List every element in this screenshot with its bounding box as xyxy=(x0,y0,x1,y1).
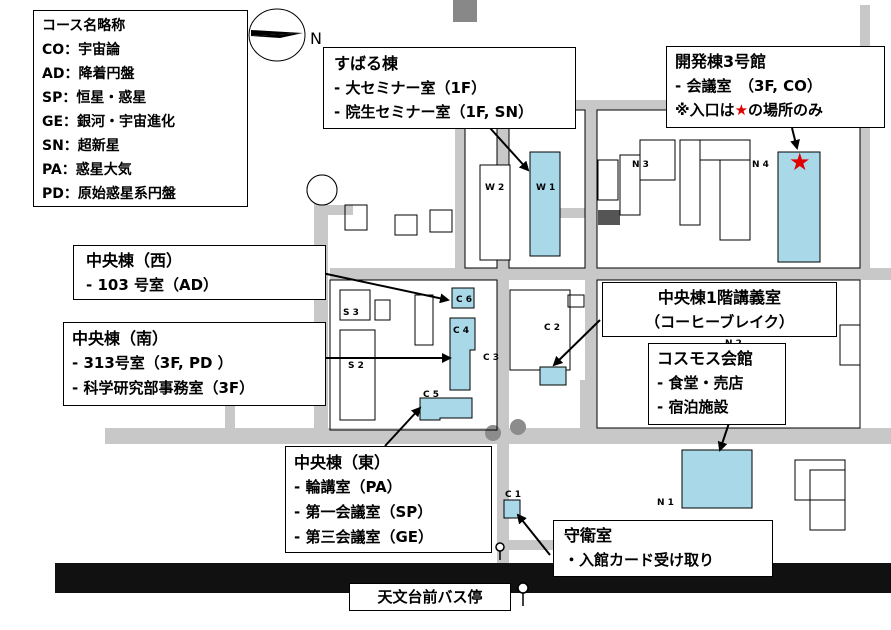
label-c6: C 6 xyxy=(456,295,472,305)
label-c2: C 2 xyxy=(544,323,560,333)
highlighted-buildings xyxy=(419,151,821,519)
label-w1: W 1 xyxy=(536,183,555,193)
arrow-kaihatsu xyxy=(790,127,800,150)
chuo-west-callout: 中央棟（西） - 103 号室（AD） xyxy=(73,245,326,300)
label-n1: N 1 xyxy=(657,498,674,508)
chuo-1f-callout: 中央棟1階講義室 （コーヒーブレイク） xyxy=(602,282,837,337)
guard-title: 守衛室 xyxy=(564,526,613,545)
legend-item-ad: AD：降着円盤 xyxy=(42,66,135,82)
building-n1 xyxy=(681,449,753,509)
cosmos-callout: コスモス会館 - 食堂・売店 - 宿泊施設 xyxy=(648,343,786,425)
guard-callout: 守衛室 ・入館カード受け取り xyxy=(553,520,773,577)
building-w1 xyxy=(529,151,561,257)
chuo-west-line-1: - 103 号室（AD） xyxy=(86,276,219,294)
label-c4: C 4 xyxy=(453,326,469,336)
kaihatsu-title: 開発棟3号館 xyxy=(675,52,767,71)
bus-stop-text: 天文台前バス停 xyxy=(377,588,483,606)
chuo-south-title: 中央棟（南） xyxy=(72,329,169,348)
subaru-line-1: - 大セミナー室（1F） xyxy=(334,79,487,97)
label-n3: N 3 xyxy=(632,160,649,170)
legend-item-co: CO：宇宙論 xyxy=(42,42,121,58)
roundabout-dot-1 xyxy=(485,425,501,441)
gate-block xyxy=(453,0,477,22)
building-n4 xyxy=(777,151,821,263)
guard-line-1: ・入館カード受け取り xyxy=(564,551,715,569)
chuo-east-callout: 中央棟（東） - 輪講室（PA） - 第一会議室（SP） - 第三会議室（GE） xyxy=(285,446,492,553)
legend-title: コース名略称 xyxy=(42,18,126,34)
label-c1: C 1 xyxy=(505,490,521,500)
arrow-cosmos xyxy=(717,419,731,452)
building-c5 xyxy=(419,397,473,421)
arrow-chuo-west xyxy=(321,272,450,304)
chuo-east-line-1: - 輪講室（PA） xyxy=(294,478,402,496)
legend-box: コース名略称 CO：宇宙論 AD：降着円盤 SP：恒星・惑星 GE：銀河・宇宙進… xyxy=(33,10,248,207)
arrow-chuo-east xyxy=(384,406,422,447)
north-compass xyxy=(248,8,306,62)
building-c4 xyxy=(449,317,476,391)
kaihatsu-callout: 開発棟3号館 - 会議室 （3F, CO） ※入口は★の場所のみ xyxy=(666,46,885,128)
chuo-1f-title: 中央棟1階講義室 xyxy=(657,288,782,307)
subaru-line-2: - 院生セミナー室（1F, SN） xyxy=(334,103,533,121)
kaihatsu-line-2: ※入口は★の場所のみ xyxy=(675,98,876,122)
subaru-callout: すばる棟 - 大セミナー室（1F） - 院生セミナー室（1F, SN） xyxy=(323,47,576,129)
legend-item-ge: GE：銀河・宇宙進化 xyxy=(42,114,176,130)
arrow-subaru xyxy=(489,127,530,172)
legend-item-sn: SN：超新星 xyxy=(42,138,120,154)
compass-label: N xyxy=(310,29,322,48)
cosmos-line-2: - 宿泊施設 xyxy=(657,398,729,416)
dark-block xyxy=(598,210,620,225)
chuo-east-title: 中央棟（東） xyxy=(294,453,391,472)
building-c1 xyxy=(503,499,521,519)
label-w2: W 2 xyxy=(485,183,504,193)
building-c6 xyxy=(451,287,475,309)
chuo-south-line-1: - 313号室（3F, PD ） xyxy=(72,354,233,372)
label-c5: C 5 xyxy=(423,390,439,400)
kaihatsu-note-pre: ※入口は xyxy=(675,101,735,119)
label-s3: S 3 xyxy=(343,308,359,318)
cosmos-line-1: - 食堂・売店 xyxy=(657,374,744,392)
pointer-arrows xyxy=(321,127,800,556)
label-n4: N 4 xyxy=(752,160,769,170)
kaihatsu-note-post: の場所のみ xyxy=(748,101,824,119)
arrow-guard xyxy=(516,513,551,556)
chuo-east-line-3: - 第三会議室（GE） xyxy=(294,528,434,546)
chuo-1f-line-1: （コーヒーブレイク） xyxy=(645,313,794,331)
label-c3: C 3 xyxy=(483,353,499,363)
building-chuo-1f xyxy=(539,366,567,386)
arrow-chuo-1f xyxy=(552,319,601,367)
cosmos-title: コスモス会館 xyxy=(657,349,754,368)
subaru-title: すばる棟 xyxy=(334,54,399,73)
chuo-west-title: 中央棟（西） xyxy=(86,251,183,270)
chuo-east-line-2: - 第一会議室（SP） xyxy=(294,503,433,521)
kaihatsu-line-1: - 会議室 （3F, CO） xyxy=(675,77,822,95)
bus-stop-label: 天文台前バス停 xyxy=(349,583,511,611)
legend-item-sp: SP：恒星・惑星 xyxy=(42,90,147,106)
star-icon: ★ xyxy=(734,101,749,119)
entrance-star-icon: ★ xyxy=(789,148,811,176)
circle-marker xyxy=(306,174,338,206)
legend-item-pa: PA：惑星大気 xyxy=(42,162,132,178)
bus-stop-icon xyxy=(495,542,529,606)
chuo-south-callout: 中央棟（南） - 313号室（3F, PD ） - 科学研究部事務室（3F） xyxy=(63,322,326,406)
north-arrow-icon xyxy=(251,30,303,36)
legend-item-pd: PD：原始惑星系円盤 xyxy=(42,186,176,202)
label-s2: S 2 xyxy=(348,361,364,371)
chuo-south-line-2: - 科学研究部事務室（3F） xyxy=(72,379,255,397)
other-buildings xyxy=(479,164,511,261)
roundabout-dot-2 xyxy=(510,419,526,435)
